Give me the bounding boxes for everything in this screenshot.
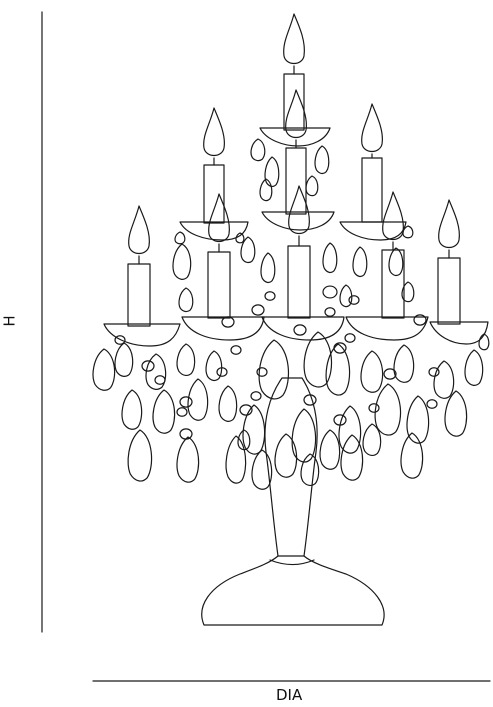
crystal-drop xyxy=(225,435,247,484)
crystal-drop xyxy=(92,348,116,391)
crystal-bead xyxy=(428,367,440,377)
crystal-drop xyxy=(178,287,194,313)
crystal-drop xyxy=(339,284,353,308)
crystal-drop xyxy=(464,349,484,386)
crystal-drop xyxy=(250,138,266,162)
crystal-bead xyxy=(383,368,397,380)
crystal-drop xyxy=(152,389,176,434)
crystal-drop xyxy=(145,353,167,390)
crystal-drop xyxy=(127,429,153,482)
crystal-bead xyxy=(344,333,356,343)
crystal-drop xyxy=(176,343,196,377)
crystal-bead xyxy=(250,391,262,401)
crystal-bead xyxy=(251,304,265,316)
crystal-drop xyxy=(444,390,468,437)
crystal-bead xyxy=(221,316,235,328)
crystal-drop xyxy=(406,395,430,444)
crystal-drop xyxy=(388,247,404,277)
crystal-drop xyxy=(274,433,298,478)
crystal-drop xyxy=(360,350,384,393)
crystal-drop xyxy=(235,232,245,244)
height-label: H xyxy=(0,315,19,327)
crystal-drop xyxy=(172,243,192,280)
crystal-drop xyxy=(205,350,223,382)
crystal-drop xyxy=(352,246,368,278)
crystal-drop xyxy=(300,453,320,487)
candles xyxy=(127,13,461,327)
crystal-drop xyxy=(401,281,415,303)
crystal-drop xyxy=(114,342,134,377)
crystal-bead xyxy=(141,360,155,372)
crystal-bead xyxy=(426,399,438,409)
crystal-drop xyxy=(433,360,455,399)
lamp-base xyxy=(201,377,385,626)
crystal-drop xyxy=(259,178,273,202)
crystal-bead xyxy=(348,295,360,305)
crystal-bead xyxy=(413,314,427,326)
crystal-drop xyxy=(322,242,338,274)
crystal-drop xyxy=(174,231,186,245)
crystal-drop xyxy=(325,343,351,396)
crystal-bead xyxy=(303,394,317,406)
candle-cups xyxy=(103,127,489,347)
crystal-drop xyxy=(258,339,289,400)
crystal-drop xyxy=(319,429,341,470)
crystal-bead xyxy=(333,342,347,354)
crystal-bead xyxy=(293,324,307,336)
crystal-drop xyxy=(242,404,266,455)
crystal-drop xyxy=(314,145,330,175)
crystal-drop xyxy=(260,252,276,284)
crystal-bead xyxy=(114,335,126,345)
crystal-drop xyxy=(478,333,490,351)
diameter-label: DIA xyxy=(276,686,303,704)
crystal-drop xyxy=(362,423,382,457)
crystal-drop xyxy=(176,436,200,483)
crystal-bead xyxy=(154,375,166,385)
crystal-bead xyxy=(179,428,193,440)
crystal-drop xyxy=(305,175,319,197)
crystal-bead xyxy=(256,367,268,377)
crystal-bead xyxy=(322,285,338,299)
crystal-bead xyxy=(230,345,242,355)
crystal-drop xyxy=(303,331,333,388)
crystal-bead xyxy=(176,407,188,417)
crystal-drop xyxy=(400,432,424,479)
crystal-drop xyxy=(402,225,414,239)
crystal-drop xyxy=(338,405,362,454)
crystal-drop xyxy=(393,344,415,383)
crystal-bead xyxy=(324,307,336,317)
crystal-drop xyxy=(374,383,402,436)
crystal-drop xyxy=(240,236,256,264)
crystal-drop xyxy=(291,408,317,463)
crystal-bead xyxy=(368,403,380,413)
crystal-drops xyxy=(92,138,490,490)
crystal-bead xyxy=(179,396,193,408)
crystal-drop xyxy=(251,449,273,490)
crystal-bead xyxy=(264,291,276,301)
crystal-bead xyxy=(216,367,228,377)
crystal-drop xyxy=(340,434,364,481)
crystal-drop xyxy=(121,389,143,430)
crystal-bead xyxy=(239,404,253,416)
crystal-drop xyxy=(237,429,251,451)
crystal-drop xyxy=(218,385,238,422)
crystal-bead xyxy=(333,414,347,426)
crystal-drop xyxy=(264,156,280,188)
